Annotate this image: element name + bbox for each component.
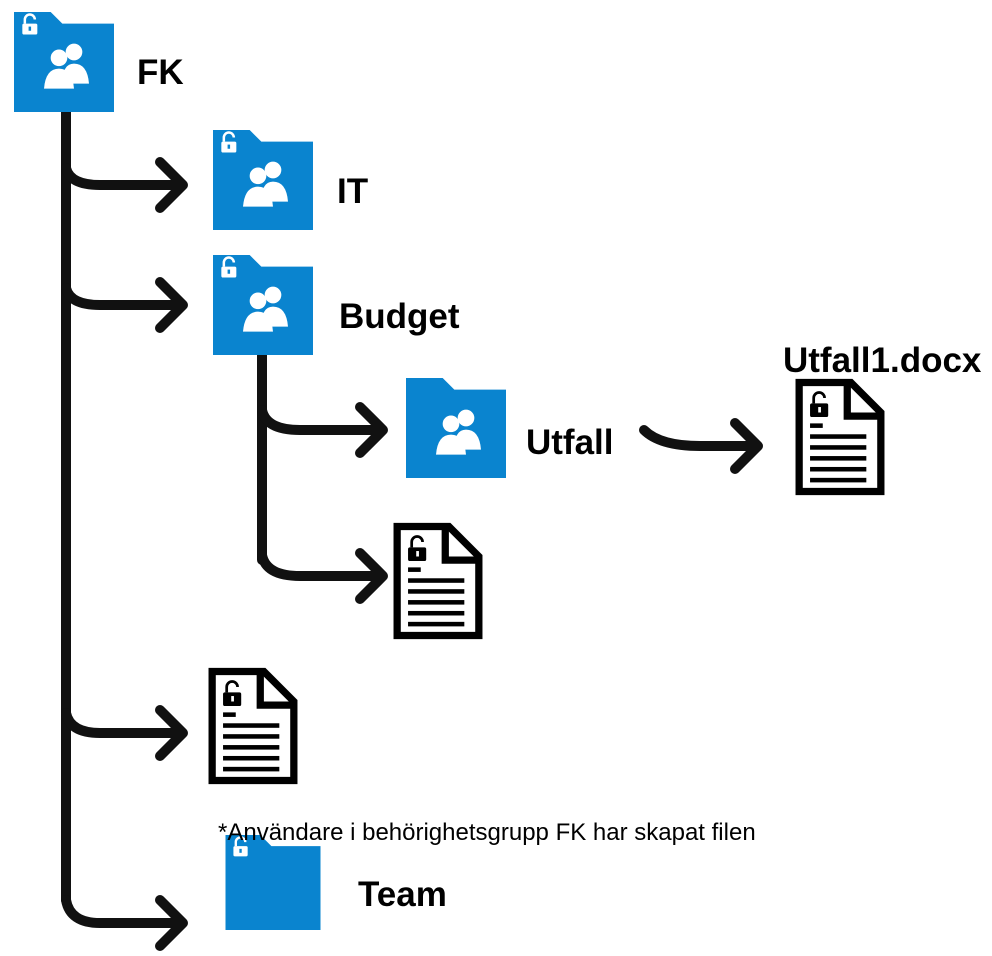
footnote-text: *Användare i behörighetsgrupp FK har ska… [218, 819, 756, 846]
arrow-head-budget-document [355, 548, 388, 604]
file-node-fk-document[interactable] [212, 672, 294, 781]
file-label-utfall1: Utfall1.docx [783, 341, 982, 380]
file-node-budget-document[interactable] [397, 527, 479, 636]
group-folder-locked-icon [211, 255, 315, 355]
folder-node-fk[interactable]: FK [12, 12, 184, 112]
arrow-head-fk-document [155, 705, 188, 761]
folder-label-fk: FK [137, 53, 184, 92]
group-folder-locked-icon [12, 12, 116, 112]
folder-label-budget: Budget [339, 297, 460, 336]
arrow-head-utfall-file [730, 418, 763, 474]
connector-utfall-file [639, 425, 757, 451]
folder-node-it[interactable]: IT [211, 130, 368, 230]
tree-connectors [61, 107, 763, 951]
connector-budget-document [257, 550, 383, 581]
connector-fk-document [61, 708, 183, 738]
connector-budget-utfall [257, 405, 383, 435]
arrow-head-budget [155, 277, 188, 333]
document-locked-icon [212, 672, 294, 781]
file-node-utfall1[interactable]: Utfall1.docx [783, 341, 982, 491]
folder-label-utfall: Utfall [526, 423, 614, 462]
connector-fk-budget [61, 283, 183, 310]
connector-fk-team [61, 895, 183, 928]
arrow-head-team [155, 895, 188, 951]
folder-label-team: Team [358, 875, 447, 914]
group-folder-locked-icon [211, 130, 315, 230]
folder-label-it: IT [337, 172, 368, 211]
group-folder-icon [406, 378, 506, 478]
folder-node-budget[interactable]: Budget [211, 255, 460, 355]
arrow-head-it [155, 157, 188, 213]
document-locked-icon [397, 527, 479, 636]
connector-fk-it [61, 163, 183, 190]
arrow-head-utfall [355, 402, 388, 458]
document-locked-icon [799, 383, 881, 492]
folder-node-utfall[interactable]: Utfall [406, 378, 614, 478]
folder-node-team[interactable]: Team [224, 835, 447, 930]
folder-locked-icon [224, 835, 322, 930]
